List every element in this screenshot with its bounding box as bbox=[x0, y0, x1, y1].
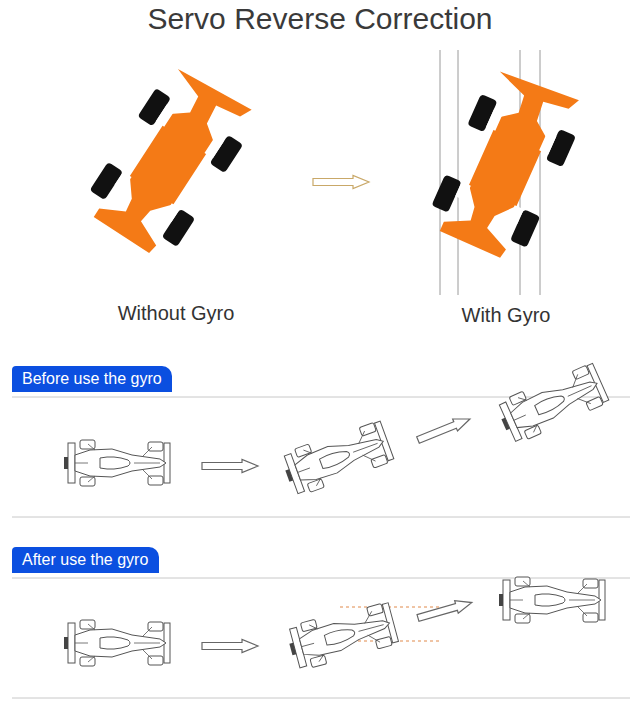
body bbox=[508, 371, 603, 434]
wheel bbox=[572, 365, 589, 379]
chassis bbox=[85, 64, 251, 257]
wheel bbox=[367, 604, 384, 617]
exhaust bbox=[64, 637, 68, 649]
wheel bbox=[359, 423, 376, 437]
suspension bbox=[506, 368, 599, 437]
wheel bbox=[583, 579, 598, 588]
rear-wing bbox=[68, 443, 75, 483]
wheel bbox=[371, 455, 388, 469]
track-line bbox=[458, 50, 459, 295]
hollow-arrow bbox=[202, 460, 258, 473]
exhaust bbox=[285, 469, 293, 482]
hollow-arrow bbox=[416, 413, 473, 446]
race-car bbox=[64, 440, 170, 486]
track-line bbox=[440, 50, 441, 295]
section-badge: After use the gyro bbox=[12, 547, 159, 573]
race-car bbox=[285, 600, 399, 672]
badge-text: Before use the gyro bbox=[22, 370, 162, 388]
separator-line bbox=[12, 517, 630, 518]
wheel bbox=[375, 636, 392, 649]
race-car bbox=[494, 361, 610, 446]
suspension bbox=[75, 444, 160, 482]
axle-gap bbox=[114, 105, 223, 223]
orange-car bbox=[423, 63, 590, 266]
separator-line bbox=[12, 578, 630, 579]
race-car bbox=[499, 577, 605, 623]
chassis bbox=[431, 66, 579, 261]
cockpit bbox=[324, 626, 356, 646]
wheel bbox=[586, 396, 603, 410]
body bbox=[298, 610, 393, 661]
section-badge: Before use the gyro bbox=[12, 366, 172, 392]
race-car bbox=[64, 620, 170, 666]
badge-text: After use the gyro bbox=[22, 551, 149, 569]
wheel bbox=[148, 622, 163, 631]
wheel bbox=[310, 655, 327, 668]
hollow-arrow bbox=[416, 596, 473, 624]
cockpit bbox=[534, 392, 566, 415]
cockpit bbox=[100, 457, 130, 469]
caption-label: Without Gyro bbox=[118, 302, 235, 325]
title: Servo Reverse Correction bbox=[0, 2, 640, 36]
suspension bbox=[297, 606, 389, 665]
caption-label: With Gyro bbox=[462, 304, 551, 327]
exhaust bbox=[501, 418, 510, 431]
suspension bbox=[291, 425, 384, 490]
hollow-arrow bbox=[313, 176, 369, 189]
race-car bbox=[280, 418, 395, 497]
exhaust bbox=[499, 594, 503, 606]
body bbox=[293, 428, 388, 485]
exhaust bbox=[64, 457, 68, 469]
wheel bbox=[148, 442, 163, 451]
wheel bbox=[307, 479, 324, 493]
cockpit bbox=[535, 594, 565, 606]
separator-line bbox=[12, 698, 630, 699]
suspension bbox=[75, 624, 160, 662]
orange-car bbox=[79, 60, 262, 264]
rear-wing bbox=[68, 623, 75, 663]
cockpit bbox=[319, 448, 351, 470]
suspension bbox=[510, 581, 595, 619]
exhaust bbox=[289, 643, 296, 656]
axle-gap bbox=[455, 108, 556, 223]
guide-line bbox=[340, 607, 440, 608]
cockpit bbox=[100, 637, 130, 649]
rear-wing bbox=[503, 580, 510, 620]
hollow-arrow bbox=[202, 640, 258, 653]
